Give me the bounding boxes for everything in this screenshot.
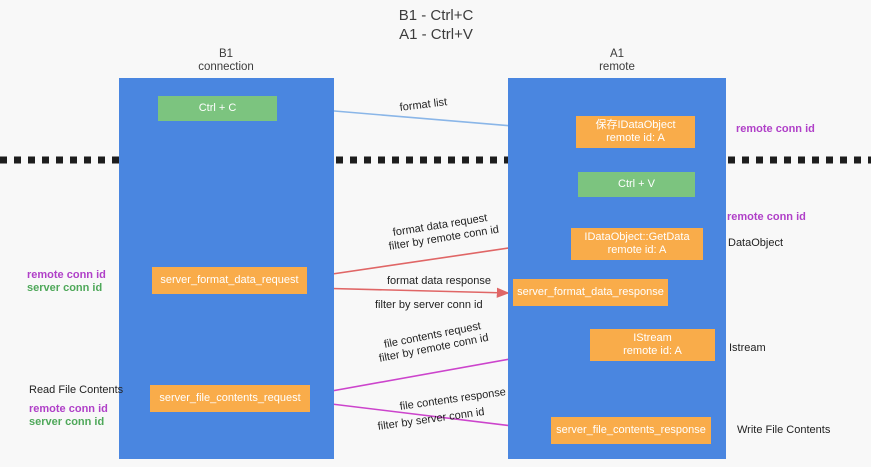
node-server-format-data-request[interactable]: server_format_data_request — [152, 267, 307, 294]
annotation-write-file-contents: Write File Contents — [737, 424, 831, 436]
column-header-a1: A1 remote — [599, 48, 635, 73]
annotation-dataobject: DataObject — [728, 237, 784, 249]
arrow-format-data-response — [311, 287, 510, 298]
annotation-remote-conn-id-mid: remote conn id — [727, 211, 806, 223]
annotation-left-remote-conn-id-mid: remote conn id — [27, 269, 106, 281]
filter-prefix: filter by — [377, 415, 417, 433]
edge-label-file-contents-response-filter: filter by server conn id — [377, 406, 485, 434]
arrow-file-contents-response — [314, 401, 548, 434]
edge-label-format-data-response: format data response — [387, 275, 491, 287]
annotation-left-server-conn-id-mid: server conn id — [27, 282, 103, 294]
node-ctrl-v[interactable]: Ctrl + V — [578, 172, 695, 197]
node-idataobject-getdata[interactable]: IDataObject::GetData remote id: A — [571, 228, 703, 260]
filter-key-server-conn-id: server conn id — [413, 299, 483, 311]
node-ctrl-c[interactable]: Ctrl + C — [158, 96, 277, 121]
edge-label-format-data-response-filter: filter by server conn id — [375, 299, 483, 312]
column-header-b1: B1 connection — [198, 48, 254, 73]
page-title: B1 - Ctrl+C A1 - Ctrl+V — [398, 7, 474, 43]
node-save-idataobject[interactable]: 保存IDataObject remote id: A — [576, 116, 695, 148]
node-istream[interactable]: IStream remote id: A — [590, 329, 715, 361]
annotation-istream: Istream — [729, 342, 766, 354]
node-server-file-contents-response[interactable]: server_file_contents_response — [551, 417, 711, 444]
edge-label-format-list: format list — [399, 96, 448, 114]
filter-prefix: filter by — [375, 299, 414, 311]
annotation-read-file-contents: Read File Contents — [29, 384, 124, 396]
annotation-remote-conn-id-top: remote conn id — [736, 123, 815, 135]
node-server-file-contents-request[interactable]: server_file_contents_request — [150, 385, 310, 412]
node-server-format-data-response[interactable]: server_format_data_response — [513, 279, 668, 306]
annotation-left-server-conn-id-bot: server conn id — [29, 416, 105, 428]
annotation-left-remote-conn-id-bot: remote conn id — [29, 403, 108, 415]
